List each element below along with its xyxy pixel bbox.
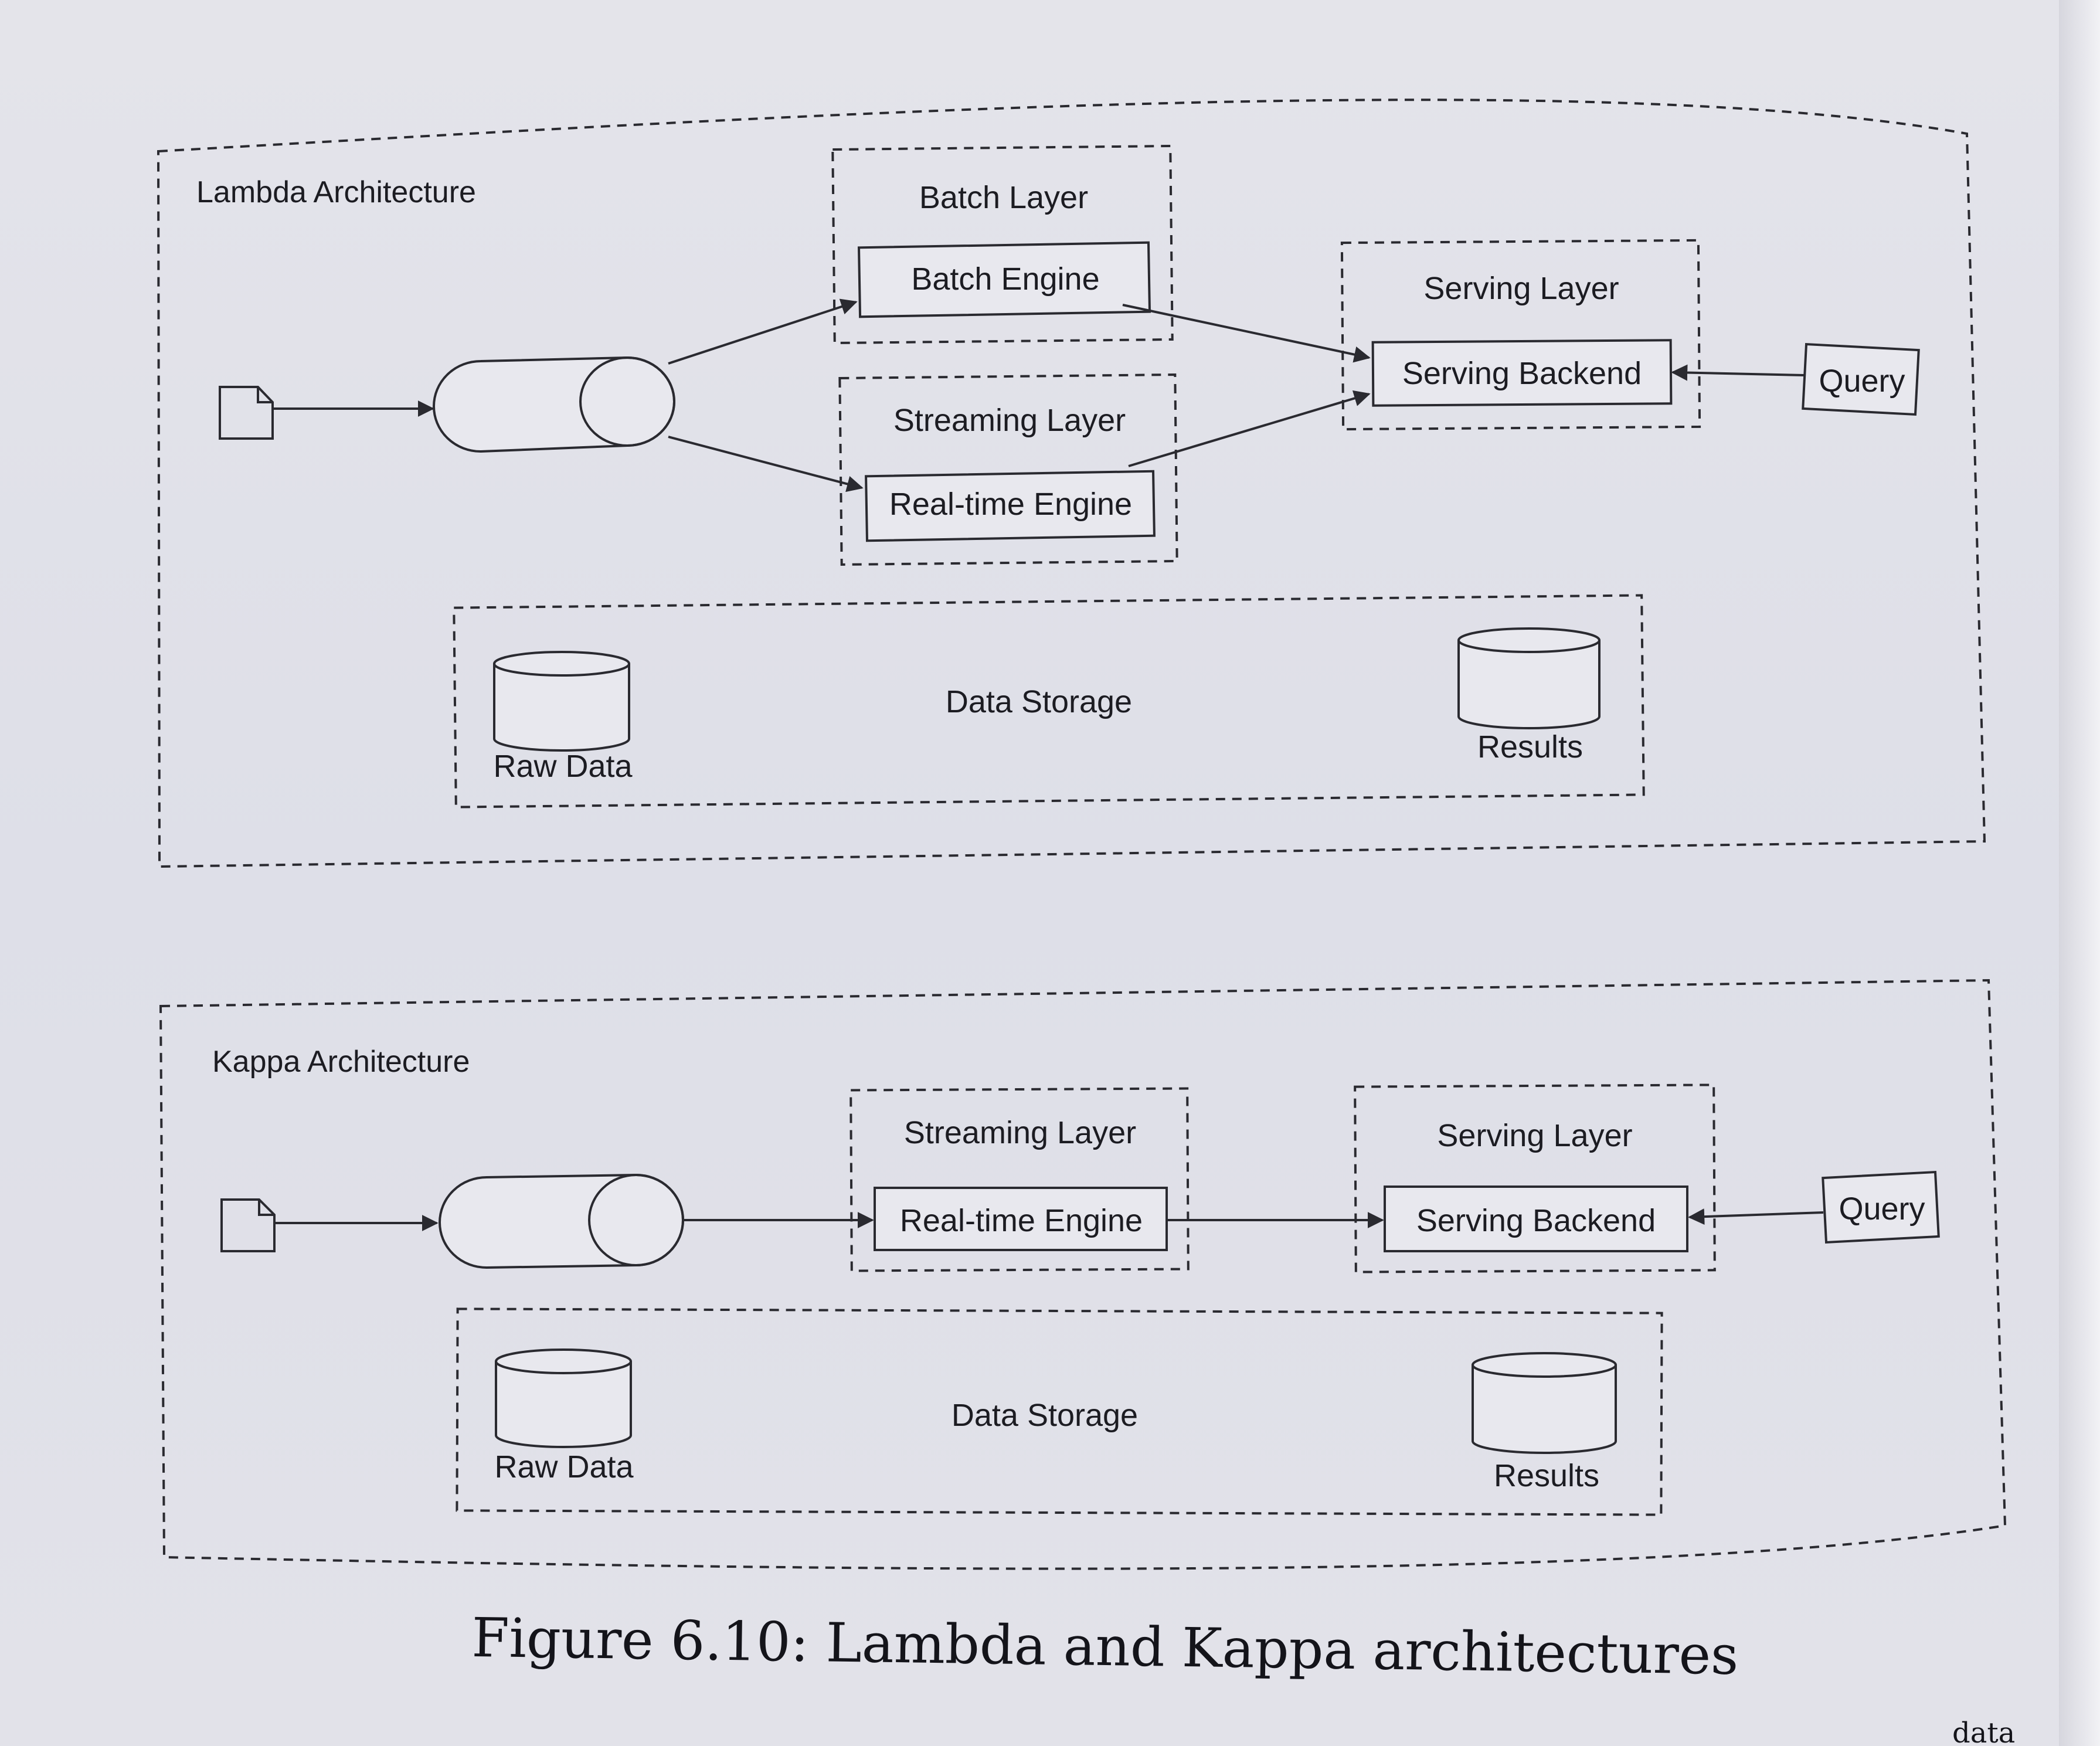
kappa-query-label: Query	[1839, 1191, 1925, 1227]
kappa-streaming-layer-label: Streaming Layer	[904, 1115, 1136, 1150]
kappa-realtime-engine-box	[874, 1187, 1168, 1251]
lambda-stream-to-batch-arrow	[668, 298, 858, 365]
kappa-architecture: Kappa Architecture Streaming Layer Real-…	[159, 979, 2007, 1570]
figure-caption: Figure 6.10: Lambda and Kappa architectu…	[471, 1606, 1739, 1687]
lambda-query-label: Query	[1819, 364, 1905, 399]
kappa-query-arrow	[1688, 1208, 1824, 1225]
lambda-raw-data-label: Raw Data	[493, 749, 633, 784]
kappa-data-storage-frame	[456, 1307, 1663, 1516]
lambda-raw-data-cylinder-icon	[493, 651, 630, 752]
kappa-query-box	[1822, 1170, 1940, 1244]
kappa-outer-frame	[159, 979, 2007, 1570]
kappa-stream-cylinder-icon	[439, 1173, 684, 1269]
batch-engine-label: Batch Engine	[911, 261, 1099, 297]
lambda-realtime-engine-box	[865, 470, 1156, 542]
batch-layer-label: Batch Layer	[919, 180, 1088, 215]
page-edge	[2059, 0, 2100, 1746]
lambda-data-storage-label: Data Storage	[946, 684, 1132, 719]
lambda-results-label: Results	[1477, 729, 1583, 765]
lambda-query-box	[1802, 342, 1920, 416]
kappa-raw-data-label: Raw Data	[494, 1449, 634, 1485]
kappa-results-label: Results	[1494, 1458, 1599, 1493]
lambda-stream-to-realtime-arrow	[668, 436, 864, 492]
lambda-outer-frame	[157, 98, 1986, 868]
page-fragment-text: data	[1952, 1717, 2015, 1746]
kappa-data-storage-label: Data Storage	[952, 1398, 1138, 1433]
lambda-architecture: Lambda Architecture Batch Layer Batch En…	[157, 98, 1986, 868]
lambda-streaming-layer-frame	[838, 373, 1178, 566]
lambda-serving-layer-label: Serving Layer	[1423, 271, 1619, 306]
kappa-realtime-engine-label: Real-time Engine	[900, 1203, 1143, 1238]
kappa-results-cylinder-icon	[1472, 1352, 1617, 1454]
realtime-to-serving-arrow	[1128, 390, 1371, 467]
kappa-serving-backend-box	[1384, 1185, 1688, 1252]
lambda-serving-layer-frame	[1340, 239, 1701, 431]
lambda-title: Lambda Architecture	[196, 175, 476, 209]
lambda-data-storage-frame	[453, 594, 1645, 809]
lambda-serving-backend-box	[1371, 339, 1673, 407]
kappa-streaming-layer-frame	[849, 1087, 1190, 1272]
lambda-stream-cylinder-icon	[433, 356, 675, 453]
batch-engine-box	[857, 241, 1151, 318]
lambda-realtime-engine-label: Real-time Engine	[889, 487, 1132, 522]
lambda-streaming-layer-label: Streaming Layer	[893, 403, 1126, 438]
lambda-query-arrow	[1671, 364, 1805, 381]
batch-to-serving-arrow	[1122, 304, 1371, 363]
kappa-serving-backend-label: Serving Backend	[1416, 1203, 1656, 1238]
kappa-serving-layer-label: Serving Layer	[1437, 1118, 1632, 1153]
kappa-serving-layer-frame	[1354, 1083, 1716, 1273]
kappa-raw-data-cylinder-icon	[495, 1348, 632, 1448]
batch-layer-frame	[831, 144, 1174, 345]
lambda-source-document-icon	[219, 386, 274, 440]
lambda-results-cylinder-icon	[1457, 627, 1601, 729]
kappa-source-document-icon	[220, 1198, 276, 1252]
kappa-title: Kappa Architecture	[212, 1045, 470, 1079]
lambda-serving-backend-label: Serving Backend	[1402, 356, 1642, 391]
